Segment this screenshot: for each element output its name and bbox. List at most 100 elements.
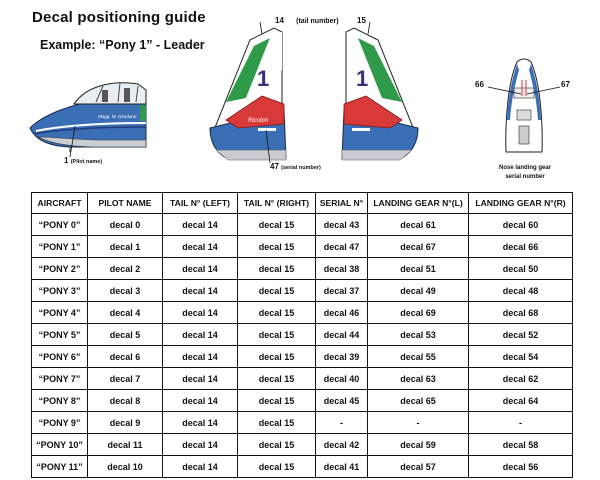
fin-number-left: 1 bbox=[257, 66, 269, 91]
cell-tail-left: decal 14 bbox=[162, 345, 238, 368]
cell-gear-left: decal 53 bbox=[367, 323, 469, 346]
col-header-tail-left: TAIL N° (LEFT) bbox=[162, 192, 238, 214]
serial-num: 47 bbox=[270, 162, 279, 171]
cell-tail-left: decal 14 bbox=[162, 279, 238, 302]
cell-serial: decal 38 bbox=[315, 257, 368, 280]
cell-tail-left: decal 14 bbox=[162, 367, 238, 390]
cell-aircraft: “PONY 6” bbox=[31, 345, 88, 368]
cell-serial: decal 44 bbox=[315, 323, 368, 346]
decal-table: AIRCRAFT PILOT NAME TAIL N° (LEFT) TAIL … bbox=[31, 192, 573, 478]
cell-gear-left: decal 51 bbox=[367, 257, 469, 280]
cell-gear-right: decal 64 bbox=[468, 389, 573, 412]
cell-gear-left: - bbox=[367, 411, 469, 434]
tail-right-illustration: 1 bbox=[341, 21, 419, 161]
cell-serial: decal 42 bbox=[315, 433, 368, 456]
cell-gear-right: - bbox=[468, 411, 573, 434]
cell-gear-right: decal 56 bbox=[468, 455, 573, 478]
col-header-gear-left: LANDING GEAR N°(L) bbox=[367, 192, 469, 214]
col-header-pilot-name: PILOT NAME bbox=[87, 192, 163, 214]
cell-aircraft: “PONY 2” bbox=[31, 257, 88, 280]
cell-serial: decal 37 bbox=[315, 279, 368, 302]
cell-pilot-name: decal 11 bbox=[87, 433, 163, 456]
cell-tail-right: decal 15 bbox=[237, 455, 316, 478]
cell-aircraft: “PONY 1” bbox=[31, 235, 88, 258]
cell-gear-left: decal 55 bbox=[367, 345, 469, 368]
cell-tail-right: decal 15 bbox=[237, 235, 316, 258]
nose-gear-illustration bbox=[487, 58, 561, 153]
cell-pilot-name: decal 7 bbox=[87, 367, 163, 390]
cell-serial: decal 43 bbox=[315, 213, 368, 236]
cell-pilot-name: decal 3 bbox=[87, 279, 163, 302]
cell-serial: decal 40 bbox=[315, 367, 368, 390]
col-header-aircraft: AIRCRAFT bbox=[31, 192, 88, 214]
cell-tail-right: decal 15 bbox=[237, 279, 316, 302]
cell-aircraft: “PONY 5” bbox=[31, 323, 88, 346]
tail-number-left-callout: 14 (tail number) bbox=[275, 16, 339, 25]
tail-left-num: 14 bbox=[275, 16, 284, 25]
cell-gear-left: decal 57 bbox=[367, 455, 469, 478]
pilot-name-callout: 1 (Pilot name) bbox=[64, 156, 102, 165]
table-header-row: AIRCRAFT PILOT NAME TAIL N° (LEFT) TAIL … bbox=[31, 192, 573, 214]
cell-gear-right: decal 50 bbox=[468, 257, 573, 280]
cell-serial: decal 41 bbox=[315, 455, 368, 478]
page-title: Decal positioning guide bbox=[32, 9, 206, 26]
cell-gear-right: decal 68 bbox=[468, 301, 573, 324]
nose-gear-caption-line2: serial number bbox=[505, 174, 545, 180]
cell-tail-left: decal 14 bbox=[162, 433, 238, 456]
cell-gear-left: decal 61 bbox=[367, 213, 469, 236]
cell-serial: decal 39 bbox=[315, 345, 368, 368]
col-header-gear-right: LANDING GEAR N°(R) bbox=[468, 192, 573, 214]
cell-tail-left: decal 14 bbox=[162, 323, 238, 346]
cell-serial: decal 47 bbox=[315, 235, 368, 258]
cell-gear-left: decal 67 bbox=[367, 235, 469, 258]
cell-serial: - bbox=[315, 411, 368, 434]
pilot-name-label: (Pilot name) bbox=[70, 159, 103, 165]
cell-tail-right: decal 15 bbox=[237, 411, 316, 434]
nose-gear-caption-line1: Nose landing gear bbox=[498, 165, 551, 171]
cell-pilot-name: decal 8 bbox=[87, 389, 163, 412]
cell-pilot-name: decal 5 bbox=[87, 323, 163, 346]
nose-gear-caption: Nose landing gear serial number bbox=[490, 164, 560, 182]
cell-gear-right: decal 66 bbox=[468, 235, 573, 258]
cell-serial: decal 46 bbox=[315, 301, 368, 324]
cell-gear-right: decal 60 bbox=[468, 213, 573, 236]
cell-tail-right: decal 15 bbox=[237, 367, 316, 390]
col-header-tail-right: TAIL N° (RIGHT) bbox=[237, 192, 316, 214]
cockpit-illustration: Magg. M. Giordano bbox=[29, 82, 147, 158]
cell-tail-left: decal 14 bbox=[162, 235, 238, 258]
cell-aircraft: “PONY 8” bbox=[31, 389, 88, 412]
cell-pilot-name: decal 0 bbox=[87, 213, 163, 236]
cell-tail-right: decal 15 bbox=[237, 213, 316, 236]
cell-tail-right: decal 15 bbox=[237, 257, 316, 280]
fin-number-right: 1 bbox=[356, 66, 368, 91]
cell-aircraft: “PONY 4” bbox=[31, 301, 88, 324]
cell-tail-right: decal 15 bbox=[237, 323, 316, 346]
pilot-name-artwork: Magg. M. Giordano bbox=[98, 114, 137, 119]
cell-gear-right: decal 52 bbox=[468, 323, 573, 346]
cell-pilot-name: decal 6 bbox=[87, 345, 163, 368]
tail-number-label: (tail number) bbox=[296, 18, 339, 25]
cell-pilot-name: decal 2 bbox=[87, 257, 163, 280]
cell-tail-right: decal 15 bbox=[237, 301, 316, 324]
cell-aircraft: “PONY 3” bbox=[31, 279, 88, 302]
serial-number-label: (serial number) bbox=[281, 165, 321, 171]
serial-number-callout: 47 (serial number) bbox=[270, 162, 321, 171]
cell-gear-right: decal 48 bbox=[468, 279, 573, 302]
cell-gear-left: decal 49 bbox=[367, 279, 469, 302]
cell-gear-left: decal 63 bbox=[367, 367, 469, 390]
pilot-num: 1 bbox=[64, 156, 69, 165]
cell-gear-left: decal 65 bbox=[367, 389, 469, 412]
cell-tail-left: decal 14 bbox=[162, 411, 238, 434]
cell-aircraft: “PONY 9” bbox=[31, 411, 88, 434]
gear-right-callout: 67 bbox=[561, 80, 570, 89]
cell-tail-left: decal 14 bbox=[162, 257, 238, 280]
